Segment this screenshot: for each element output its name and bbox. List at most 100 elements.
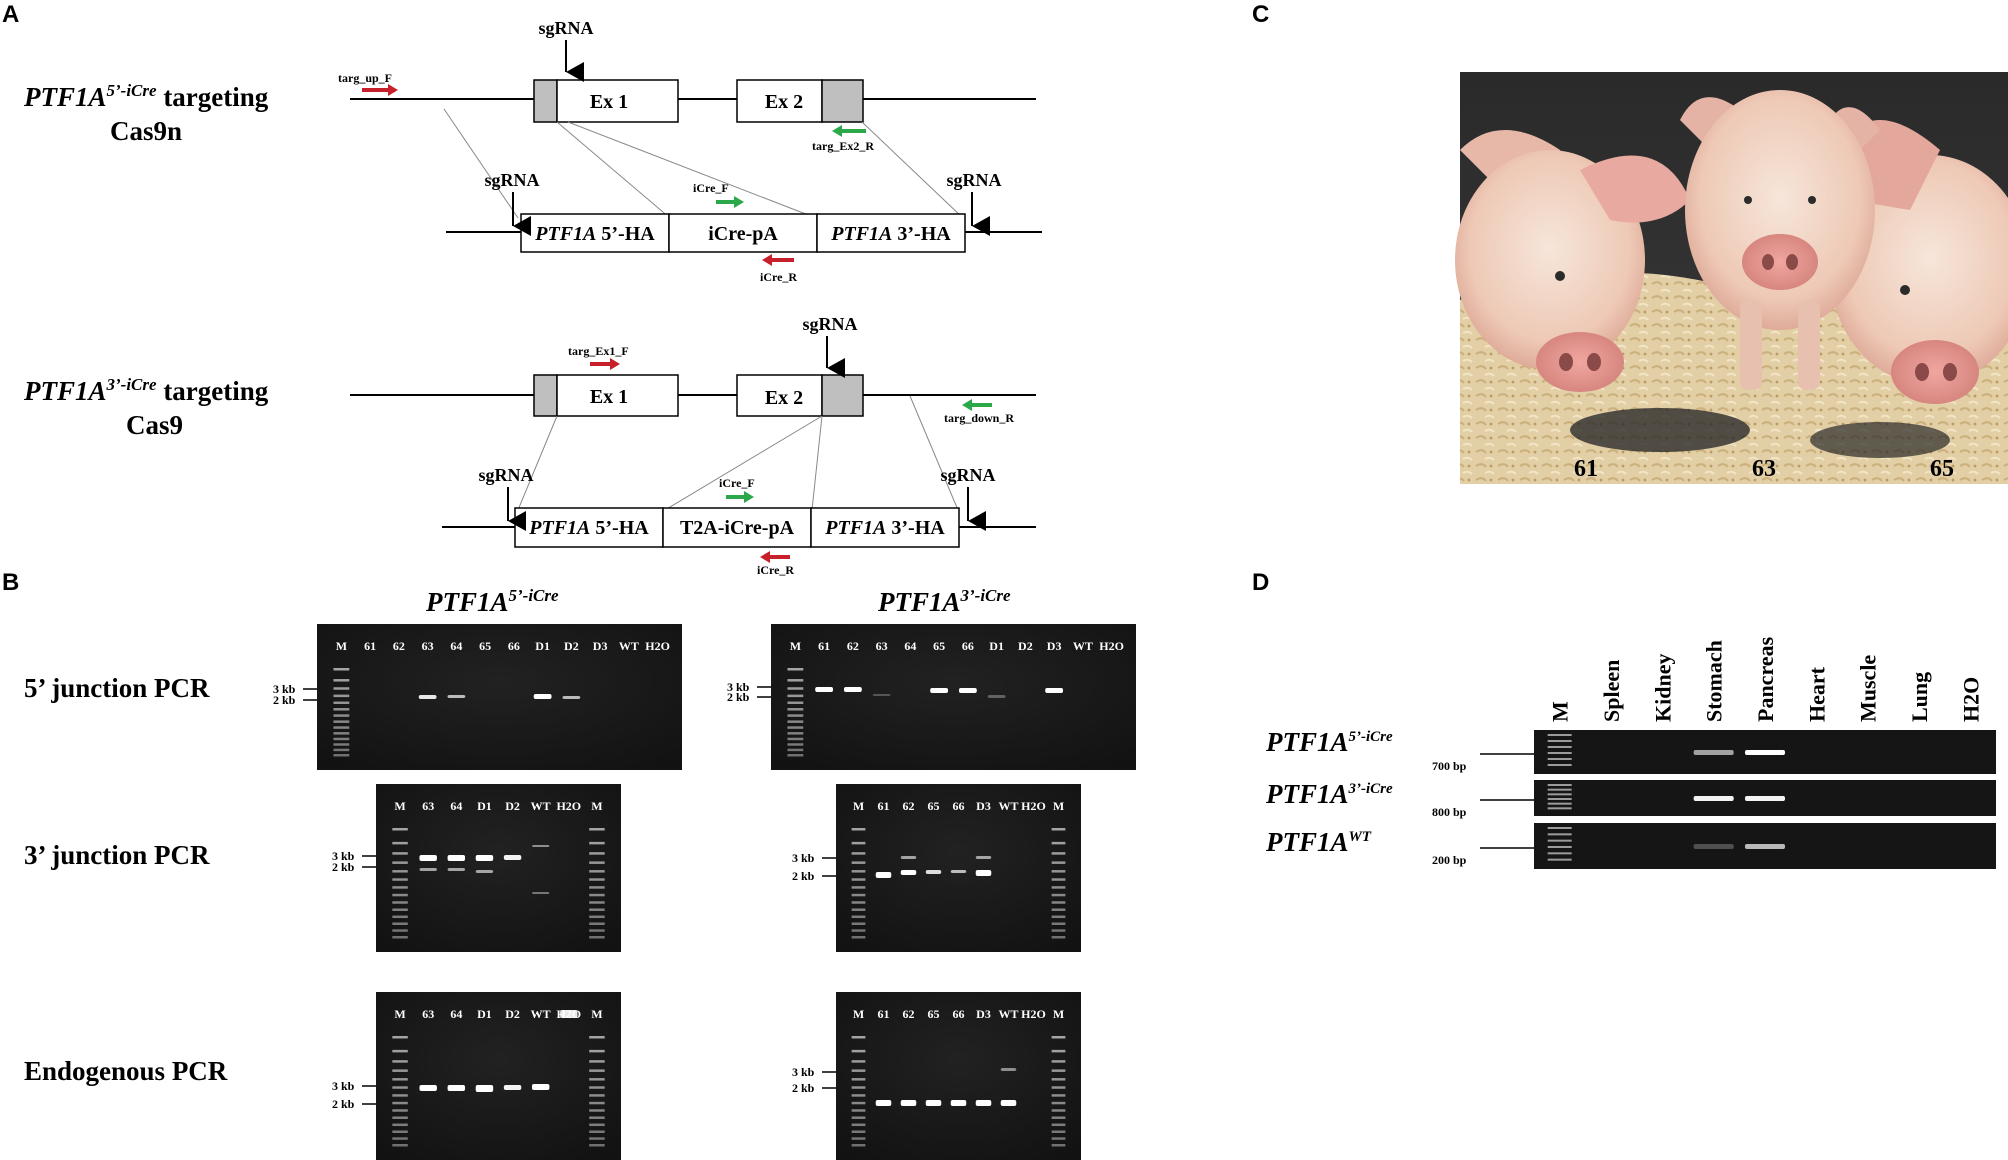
panel-letter-c: C bbox=[1252, 1, 1269, 28]
lane-label: 62 bbox=[903, 1007, 915, 1021]
ladder-band bbox=[392, 908, 408, 911]
ladder-band bbox=[787, 732, 804, 735]
ladder-band bbox=[589, 1137, 605, 1140]
row-label-5j: 5’ junction PCR bbox=[24, 673, 210, 703]
lane-label: 65 bbox=[933, 639, 945, 653]
panel-a-row2-diagram: PTF1A3’-iCre targeting Cas9 Ex 1 Ex 2 sg… bbox=[23, 314, 1036, 577]
ladder-band bbox=[589, 1130, 605, 1133]
ladder-band bbox=[333, 754, 350, 757]
lane-label: M bbox=[790, 639, 801, 653]
gel-band bbox=[950, 1100, 967, 1106]
lane-label: 62 bbox=[903, 799, 915, 813]
panel-b: PTF1A5’-iCre PTF1A3’-iCre 5’ junction PC… bbox=[24, 586, 1136, 1160]
lane-label: WT bbox=[998, 1007, 1018, 1021]
panel-b-right-title: PTF1A3’-iCre bbox=[877, 586, 1011, 617]
ladder-band bbox=[589, 1101, 605, 1105]
ladder-band bbox=[1051, 893, 1066, 897]
ladder-band bbox=[589, 915, 605, 919]
lane-label: 65 bbox=[928, 799, 940, 813]
ladder-band bbox=[1547, 798, 1572, 800]
lane-label: D1 bbox=[477, 799, 492, 813]
size-marker: 3 kb bbox=[792, 1065, 815, 1079]
ladder-band bbox=[1547, 852, 1572, 855]
panel-letter-a: A bbox=[2, 1, 19, 28]
lane-label: WT bbox=[998, 799, 1018, 813]
gel-band bbox=[1693, 844, 1734, 849]
ladder-band bbox=[1051, 852, 1066, 855]
ladder-band bbox=[787, 754, 804, 757]
svg-text:sgRNA: sgRNA bbox=[538, 18, 593, 38]
ladder-band bbox=[787, 743, 804, 746]
ladder-band bbox=[851, 922, 866, 925]
lane-label: 66 bbox=[953, 799, 965, 813]
lane-label: 64 bbox=[904, 639, 916, 653]
lane-label: H2O bbox=[556, 799, 581, 813]
row1-subtitle: Cas9n bbox=[110, 116, 182, 146]
size-marker: 3 kb bbox=[273, 682, 296, 696]
ladder-band bbox=[392, 852, 408, 855]
gel-band bbox=[503, 855, 522, 860]
tissue-row-label: PTF1A5’-iCre bbox=[1265, 727, 1393, 757]
lane-label: 64 bbox=[450, 799, 462, 813]
gel-band bbox=[447, 1085, 466, 1091]
ladder-band bbox=[392, 1086, 408, 1089]
panel-letter-d: D bbox=[1252, 569, 1269, 596]
lane-label: D3 bbox=[976, 1007, 991, 1021]
ladder-band bbox=[1051, 929, 1066, 932]
gel-band bbox=[875, 872, 892, 878]
size-marker: 2 kb bbox=[332, 860, 355, 874]
svg-text:iCre_R: iCre_R bbox=[757, 563, 794, 577]
ladder-band bbox=[1051, 1123, 1066, 1127]
primer-targ-up-f-arrow bbox=[362, 84, 398, 96]
ladder-band bbox=[392, 936, 408, 939]
ladder-band bbox=[851, 886, 866, 889]
ladder-band bbox=[333, 708, 350, 711]
lane-label: 62 bbox=[393, 639, 405, 653]
gel-band bbox=[925, 1100, 942, 1106]
gel-band bbox=[418, 695, 437, 699]
lane-label: H2O bbox=[1021, 799, 1046, 813]
lane-label: M bbox=[394, 1007, 405, 1021]
ladder-band bbox=[1051, 1101, 1066, 1105]
ladder-band bbox=[1547, 858, 1572, 861]
ladder-band bbox=[1547, 793, 1572, 796]
lane-label: 63 bbox=[422, 799, 434, 813]
ladder-band bbox=[1051, 1144, 1066, 1147]
ladder-band bbox=[1051, 1060, 1066, 1063]
lane-label: D1 bbox=[535, 639, 550, 653]
lane-label: 65 bbox=[479, 639, 491, 653]
size-marker: 3 kb bbox=[792, 851, 815, 865]
ladder-band bbox=[787, 708, 804, 711]
row1-exon2 bbox=[736, 79, 823, 123]
ladder-band bbox=[1051, 828, 1066, 831]
ladder-band bbox=[1051, 1130, 1066, 1133]
ladder-band bbox=[589, 1060, 605, 1063]
ladder-band bbox=[392, 841, 408, 845]
ladder-band bbox=[1051, 1137, 1066, 1140]
lane-label: 66 bbox=[962, 639, 974, 653]
ladder-band bbox=[589, 1109, 605, 1112]
ladder-band bbox=[589, 1144, 605, 1147]
ladder-band bbox=[851, 908, 866, 911]
ladder-band bbox=[1051, 861, 1066, 864]
ladder-band bbox=[851, 1130, 866, 1133]
ladder-band bbox=[851, 1109, 866, 1112]
svg-text:iCre_F: iCre_F bbox=[719, 476, 755, 490]
lane-label: D2 bbox=[1018, 639, 1033, 653]
lane-label: D1 bbox=[989, 639, 1004, 653]
gel-band bbox=[419, 1085, 437, 1091]
ladder-band bbox=[392, 901, 408, 904]
size-marker: 3 kb bbox=[727, 680, 750, 694]
ladder-band bbox=[392, 861, 408, 864]
ladder-band bbox=[1051, 1109, 1066, 1112]
ladder-band bbox=[787, 687, 804, 690]
svg-text:Ex 1: Ex 1 bbox=[590, 91, 628, 113]
ladder-band bbox=[333, 732, 350, 735]
ladder-band bbox=[333, 720, 350, 723]
ladder-band bbox=[392, 870, 408, 873]
ladder-band bbox=[1051, 878, 1066, 881]
lane-label: 61 bbox=[878, 1007, 890, 1021]
lane-label: 61 bbox=[818, 639, 830, 653]
tissue-label: H2O bbox=[1958, 677, 1983, 722]
